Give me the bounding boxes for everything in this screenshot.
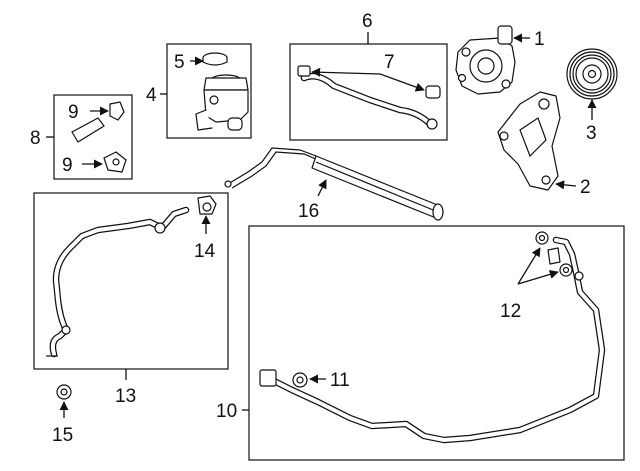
callout-3: 3 [586, 123, 597, 144]
callout-11: 11 [330, 370, 350, 391]
callout-14: 14 [194, 241, 216, 262]
callout-15: 15 [52, 425, 73, 446]
leader-2 [555, 180, 577, 190]
reservoir-cap [202, 52, 228, 66]
pump-bracket [497, 91, 561, 191]
cooler-line-hose [297, 65, 441, 130]
pressure-hose-group-box [248, 225, 625, 461]
callout-16: 16 [298, 201, 319, 222]
callout-4: 4 [146, 85, 157, 106]
fluid-reservoir [195, 74, 249, 131]
washer-11 [292, 372, 308, 388]
power-steering-pump [455, 25, 516, 95]
reservoir-hose-upper [71, 101, 125, 143]
washer-12-upper [535, 231, 549, 245]
cooler-lines-group-box [289, 43, 448, 141]
leader-7b [379, 73, 425, 92]
callout-9-lower: 9 [62, 155, 73, 176]
hose-clamp [197, 195, 217, 215]
callout-10: 10 [216, 401, 237, 422]
leader-16 [317, 179, 327, 197]
callout-2: 2 [580, 177, 591, 198]
return-hose [46, 206, 190, 358]
pressure-hose [259, 236, 606, 444]
pump-pulley [566, 48, 618, 100]
return-hose-group-box [33, 192, 229, 370]
callout-12: 12 [500, 301, 521, 322]
reservoir-group-box [166, 43, 252, 139]
callout-5: 5 [174, 52, 185, 73]
callout-6: 6 [362, 11, 373, 32]
washer-15 [56, 384, 72, 400]
leader-7a [311, 67, 381, 77]
callout-13: 13 [115, 386, 136, 407]
washer-12-lower [559, 263, 573, 277]
cooler-tube-assembly [224, 147, 444, 221]
callout-1: 1 [534, 29, 545, 50]
callout-8: 8 [30, 128, 41, 149]
leader-12b [517, 269, 559, 285]
callout-7: 7 [384, 52, 395, 73]
leader-12a [517, 247, 541, 285]
reservoir-hose-lower [103, 151, 127, 173]
callout-9-upper: 9 [68, 102, 79, 123]
